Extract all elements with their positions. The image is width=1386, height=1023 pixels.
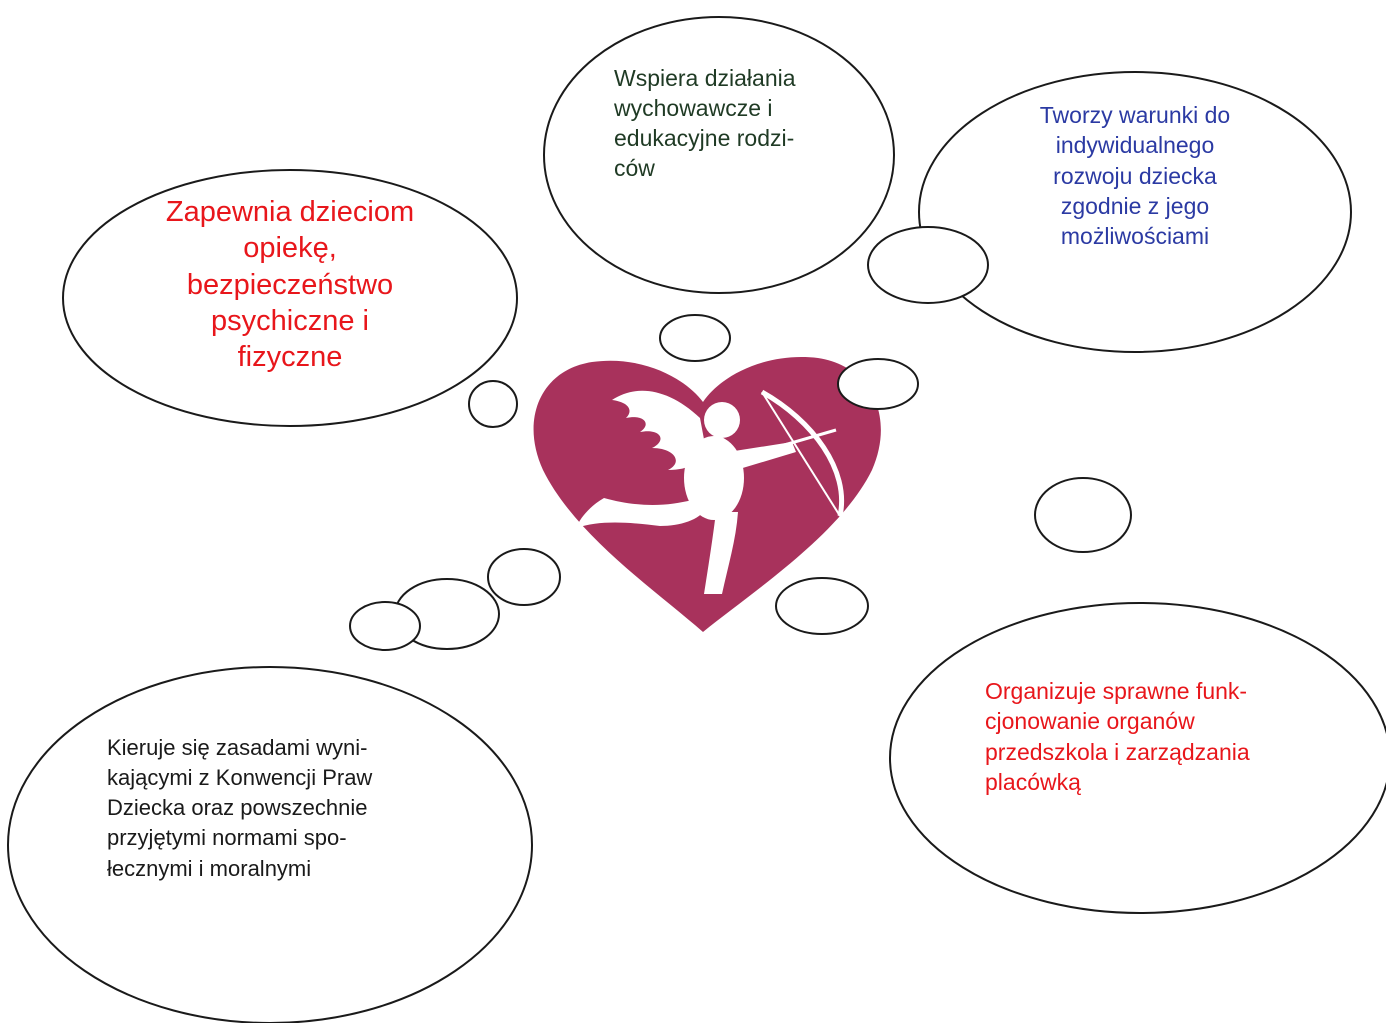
text-line: Dziecka oraz powszechnie [107, 795, 368, 821]
small-bubble [775, 577, 869, 635]
text-line: zgodnie z jego [1060, 193, 1210, 220]
bubble-top-center [543, 16, 895, 294]
text-line: Organizuje sprawne funk- [985, 678, 1248, 704]
text-line: przyjętymi normami spo- [107, 825, 347, 851]
text-line: fizyczne [237, 341, 343, 373]
text-line: indywidualnego [1055, 132, 1215, 159]
text-line: wychowawcze i [614, 94, 773, 121]
cupid-silhouette [576, 389, 844, 594]
small-bubble [837, 358, 919, 410]
bubble-top-right [918, 71, 1352, 353]
text-line: opiekę, [243, 232, 337, 265]
small-bubble [1034, 477, 1132, 553]
text-line: rozwoju dziecka [1053, 162, 1217, 189]
text-line: Tworzy warunki do [1039, 102, 1231, 128]
bubble-text-support-parents: Wspiera działania wychowawcze i edukacyj… [614, 64, 854, 184]
bubble-bottom-left [7, 666, 533, 1023]
text-line: przedszkola i zarządzania [985, 738, 1250, 765]
text-line: edukacyjne rodzi- [614, 124, 795, 151]
text-line: możliwościami [1060, 223, 1210, 250]
text-line: kającymi z Konwencji Praw [107, 765, 373, 791]
text-line: Wspiera działania [614, 65, 796, 91]
small-bubble [867, 226, 989, 304]
small-bubble [349, 601, 421, 651]
small-bubble [487, 548, 561, 606]
text-line: Zapewnia dzieciom [165, 196, 415, 228]
text-line: psychiczne i [211, 304, 369, 337]
text-line: łecznymi i moralnymi [107, 855, 312, 881]
text-line: placówką [985, 769, 1081, 796]
small-bubble [468, 380, 518, 428]
text-line: cjonowanie organów [985, 708, 1195, 735]
bubble-text-care-safety: Zapewnia dzieciom opiekę, bezpieczeństwo… [120, 194, 460, 375]
bubble-text-organization: Organizuje sprawne funk- cjonowanie orga… [985, 676, 1315, 797]
text-line: Kieruje się zasadami wyni- [107, 735, 368, 760]
heart-with-cupid-icon [533, 357, 881, 632]
bubble-bottom-right [889, 602, 1386, 914]
bubble-top-left [62, 169, 518, 427]
bubble-text-child-rights: Kieruje się zasadami wyni- kającymi z Ko… [107, 733, 447, 884]
small-bubble [659, 314, 731, 362]
text-line: ców [614, 154, 655, 181]
bubble-text-individual-development: Tworzy warunki do indywidualnego rozwoju… [1010, 100, 1260, 252]
text-line: bezpieczeństwo [186, 268, 394, 301]
